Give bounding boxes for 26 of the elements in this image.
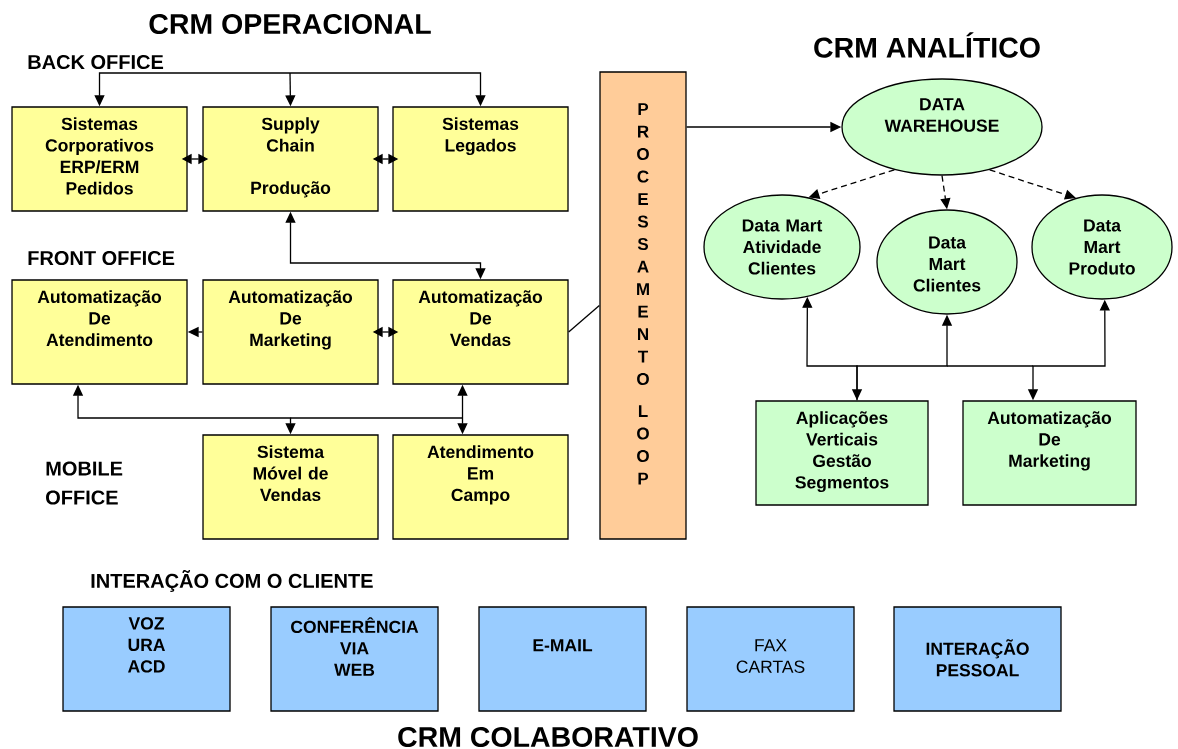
processing-bar: PROCESSAMENTO LOOP xyxy=(599,71,687,540)
system-box: Automatização De Atendimento xyxy=(11,279,188,385)
channel-box: VOZ URA ACD xyxy=(62,606,231,712)
system-box: Sistemas Corporativos ERP/ERM Pedidos xyxy=(11,106,188,212)
section-heading: CRM OPERACIONAL xyxy=(149,13,431,35)
section-heading: CRM COLABORATIVO xyxy=(398,726,698,748)
section-label: BACK OFFICE xyxy=(28,54,164,70)
channel-box: INTERAÇÃO PESSOAL xyxy=(893,606,1062,712)
system-box: Sistemas Legados xyxy=(392,106,569,212)
section-label: FRONT OFFICE xyxy=(28,250,175,266)
system-box: Automatização De Marketing xyxy=(202,279,379,385)
connector-line xyxy=(946,365,1034,367)
connector-line xyxy=(568,304,600,333)
channel-box: E-MAIL xyxy=(478,606,647,712)
section-label: INTERAÇÃO COM O CLIENTE xyxy=(91,570,373,592)
application-box: Automatização De Marketing xyxy=(962,400,1137,506)
connector-line xyxy=(289,417,464,419)
system-box: Atendimento Em Campo xyxy=(392,434,569,540)
section-label: MOBILE OFFICE xyxy=(46,461,123,505)
arrow xyxy=(988,169,1076,200)
system-box: Automatização De Vendas xyxy=(392,279,569,385)
channel-box: FAX CARTAS xyxy=(686,606,855,712)
application-box: Aplicações Verticais Gestão Segmentos xyxy=(755,400,929,506)
system-box: Sistema Móvel de Vendas xyxy=(202,434,379,540)
channel-box: CONFERÊNCIA VIA WEB xyxy=(270,606,439,712)
system-box: Supply Chain Produção xyxy=(202,106,379,212)
